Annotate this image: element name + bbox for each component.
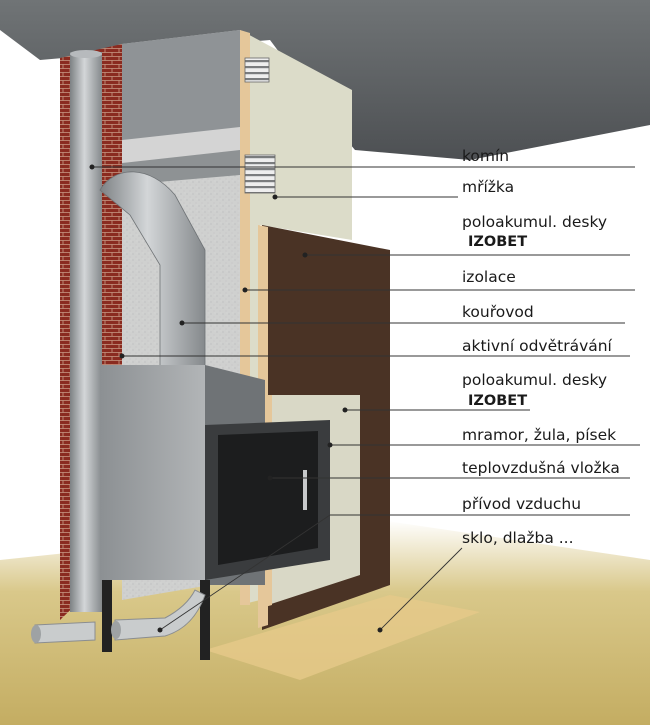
label-mramor-zula-pisek: mramor, žula, písek — [462, 426, 617, 444]
floor-plate — [205, 595, 480, 680]
label-izobet-2: IZOBET — [468, 393, 528, 409]
insert-body — [100, 365, 205, 580]
grille-upper — [244, 57, 270, 83]
grille-lower — [244, 154, 276, 194]
label-aktivni-odvetravani: aktivní odvětrávání — [462, 337, 612, 355]
label-sklo-dlazba: sklo, dlažba ... — [462, 529, 574, 547]
label-komin: komín — [462, 147, 510, 165]
top-cavity — [122, 30, 240, 150]
leader-lines — [92, 166, 640, 631]
door-handle — [303, 470, 307, 510]
label-poloakumul-desky-2: poloakumul. desky — [462, 371, 608, 389]
insert-glass — [218, 431, 318, 565]
air-intake-duct — [34, 621, 96, 644]
label-izolace: izolace — [462, 268, 516, 286]
label-teplovzdusna-vlozka: teplovzdušná vložka — [462, 459, 620, 477]
chimney-pipe — [70, 52, 102, 612]
label-mrizka: mřížka — [462, 178, 515, 196]
label-izobet-1: IZOBET — [468, 234, 528, 250]
label-privod-vzduchu: přívod vzduchu — [462, 495, 582, 513]
leader-dots — [89, 164, 383, 633]
label-poloakumul-desky-1: poloakumul. desky — [462, 213, 608, 231]
label-kourovod: kouřovod — [462, 303, 534, 321]
